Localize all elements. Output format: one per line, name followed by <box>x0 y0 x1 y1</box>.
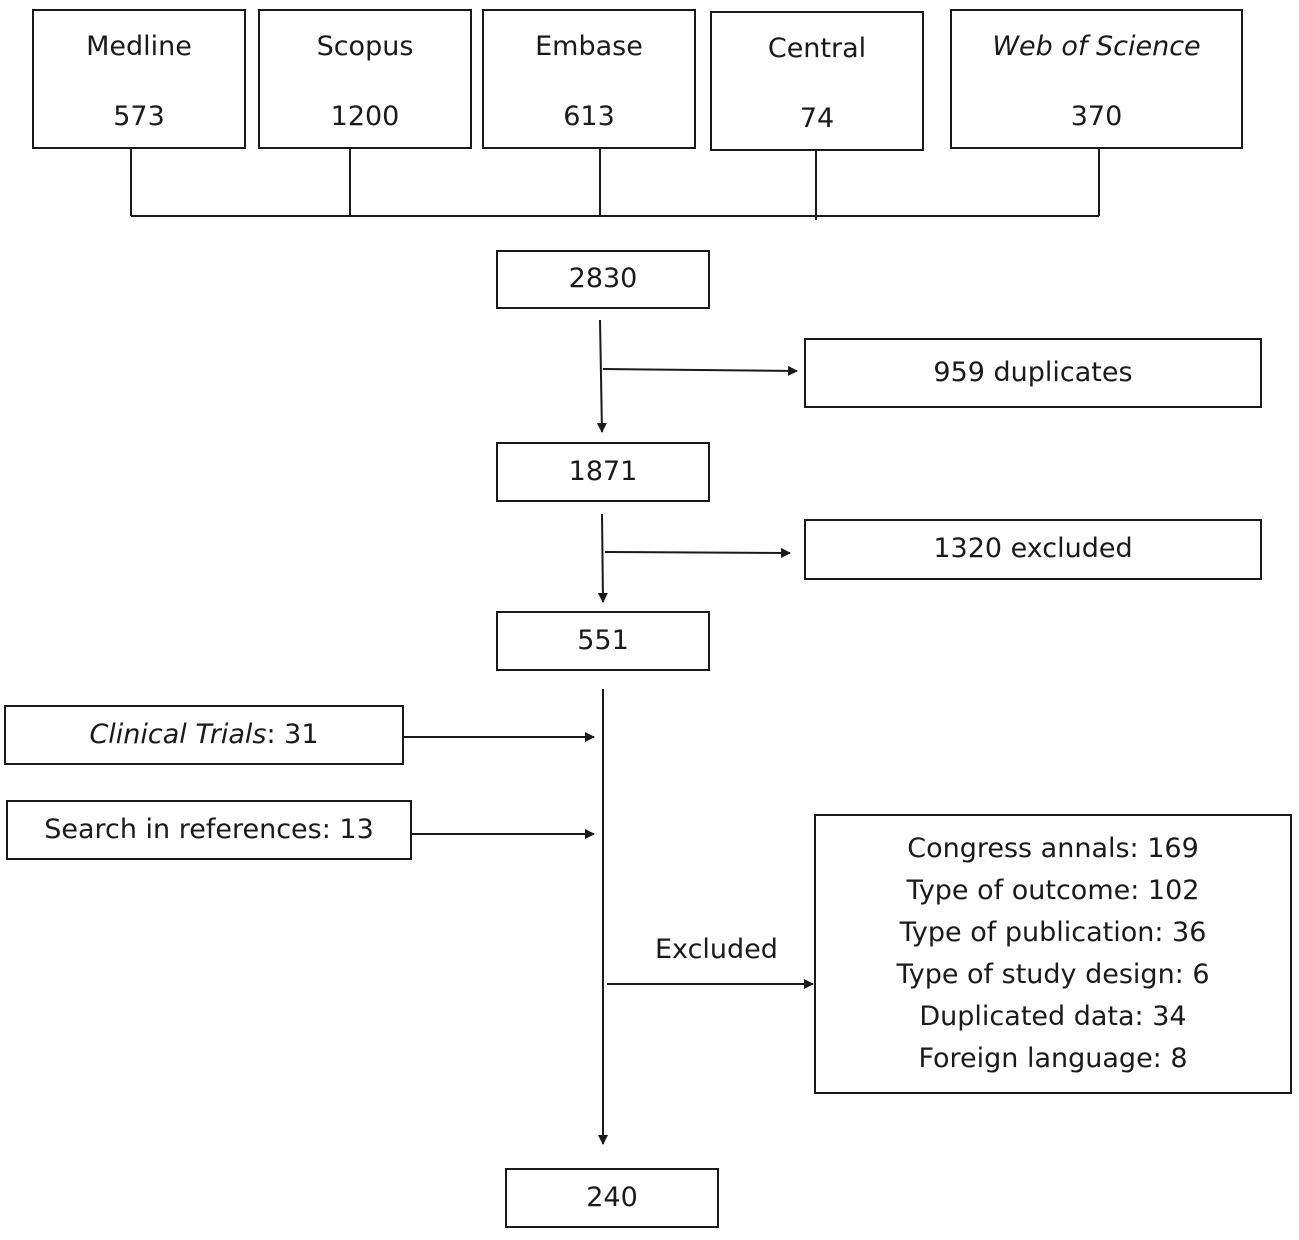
after-dedup-box: 1871 <box>496 442 710 502</box>
source-count: 1200 <box>330 101 400 132</box>
screened-count: 551 <box>577 624 629 656</box>
total-records-box: 2830 <box>496 250 710 309</box>
source-name: Web of Science <box>992 31 1201 62</box>
source-name: Central <box>767 33 867 64</box>
references-box: Search in references: 13 <box>6 800 412 860</box>
source-box-scopus: Scopus 1200 <box>258 9 472 149</box>
excluded-first-label: 1320 excluded <box>933 533 1133 565</box>
final-included-count: 240 <box>586 1181 638 1213</box>
final-included-box: 240 <box>505 1168 719 1228</box>
source-count: 370 <box>1070 101 1123 132</box>
source-box-embase: Embase 613 <box>482 9 696 149</box>
source-name: Medline <box>86 31 192 62</box>
excluded-reason: Congress annals: 169 <box>907 833 1199 864</box>
references-label: Search in references: 13 <box>44 813 374 845</box>
excluded-reason: Foreign language: 8 <box>918 1043 1188 1074</box>
source-box-central: Central 74 <box>710 11 924 151</box>
clinical-trials-name: Clinical Trials <box>89 718 267 750</box>
clinical-trials-box: Clinical Trials: 31 <box>4 705 404 765</box>
duplicates-box: 959 duplicates <box>804 338 1262 408</box>
source-name: Scopus <box>316 31 414 62</box>
source-count: 573 <box>113 101 165 132</box>
excluded-reason: Type of publication: 36 <box>899 917 1207 948</box>
total-records: 2830 <box>568 263 638 295</box>
source-count: 74 <box>799 103 835 134</box>
excluded-arrow-label: Excluded <box>655 934 778 965</box>
excluded-reasons-box: Congress annals: 169 Type of outcome: 10… <box>814 814 1292 1094</box>
source-name: Embase <box>535 31 643 62</box>
screened-box: 551 <box>496 611 710 671</box>
excluded-reason: Type of study design: 6 <box>896 959 1210 990</box>
excluded-reason: Type of outcome: 102 <box>906 875 1200 906</box>
after-dedup-count: 1871 <box>568 455 638 487</box>
clinical-trials-count: : 31 <box>266 718 319 750</box>
excluded-reason: Duplicated data: 34 <box>919 1001 1187 1032</box>
excluded-first-box: 1320 excluded <box>804 519 1262 580</box>
source-box-medline: Medline 573 <box>32 9 246 149</box>
source-count: 613 <box>563 101 615 132</box>
duplicates-label: 959 duplicates <box>933 356 1133 388</box>
source-box-web-of-science: Web of Science 370 <box>950 9 1243 149</box>
